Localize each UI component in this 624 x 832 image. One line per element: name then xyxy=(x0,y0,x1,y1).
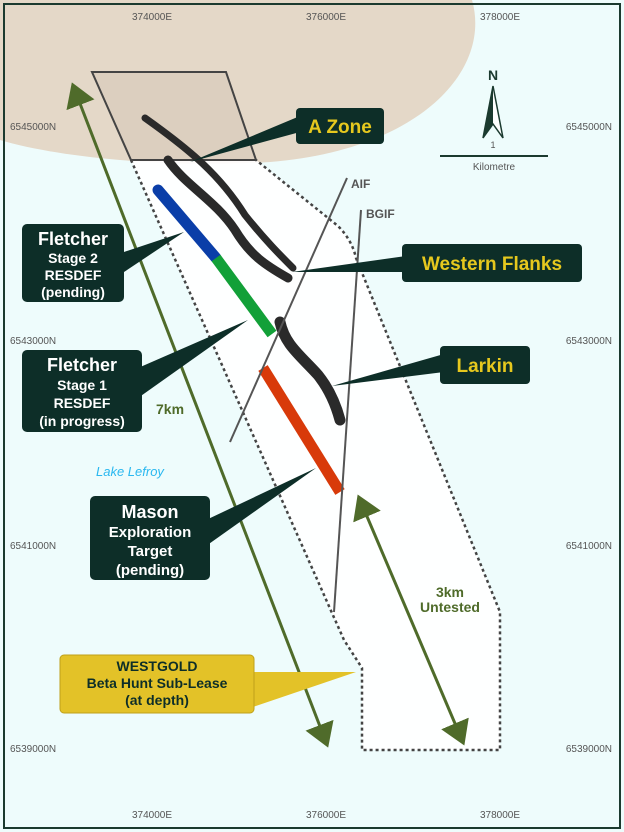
scale-unit: Kilometre xyxy=(473,162,516,173)
mason-title: Mason xyxy=(121,502,178,522)
northing-right: 6545000N 6543000N 6541000N 6539000N xyxy=(566,122,612,755)
easting-label: 376000E xyxy=(306,12,346,23)
northing-label: 6545000N xyxy=(566,122,612,133)
westgold-line: (at depth) xyxy=(125,692,189,708)
north-arrow-icon: N xyxy=(482,67,504,139)
westgold-line: Beta Hunt Sub-Lease xyxy=(87,675,228,691)
orebody-larkin xyxy=(274,316,346,426)
fletcher1-line: RESDEF xyxy=(54,395,111,411)
western-flanks-label-box xyxy=(402,244,582,282)
northing-left: 6545000N 6543000N 6541000N 6539000N xyxy=(10,122,56,755)
mason-line: Target xyxy=(128,543,173,560)
westgold-label-box xyxy=(59,654,255,714)
a-zone-label: A Zone xyxy=(308,117,372,138)
mason-pointer xyxy=(206,468,316,546)
northing-label: 6543000N xyxy=(566,336,612,347)
distance-3km-value: 3km xyxy=(436,584,464,600)
western-flanks-label: Western Flanks xyxy=(422,254,562,275)
arrow-7km xyxy=(66,82,334,748)
lake-lefroy-label: Lake Lefroy xyxy=(96,464,165,479)
fletcher1-label: Fletcher Stage 1 RESDEF (in progress) xyxy=(39,355,125,429)
fletcher1-label-box xyxy=(22,350,142,432)
fletcher2-pointer xyxy=(118,232,184,276)
easting-top: 374000E 376000E 378000E xyxy=(132,12,520,23)
westgold-title: WESTGOLD xyxy=(117,658,198,674)
easting-label: 378000E xyxy=(480,12,520,23)
fletcher2-line: RESDEF xyxy=(45,267,102,283)
northing-label: 6545000N xyxy=(10,122,56,133)
map-frame xyxy=(3,3,621,829)
distance-3km-label: 3km Untested xyxy=(420,584,480,615)
fletcher-stage1-segment xyxy=(211,254,277,338)
fletcher2-label-box xyxy=(22,224,124,302)
northing-label: 6541000N xyxy=(566,541,612,552)
larkin-pointer xyxy=(332,354,444,386)
northing-label: 6539000N xyxy=(10,744,56,755)
fletcher2-label: Fletcher Stage 2 RESDEF (pending) xyxy=(38,229,108,300)
easting-label: 374000E xyxy=(132,12,172,23)
fletcher-stage2-segment xyxy=(152,184,222,264)
westgold-label: WESTGOLD Beta Hunt Sub-Lease (at depth) xyxy=(87,658,228,708)
aif-label: AIF xyxy=(351,177,370,191)
orebody-western-flanks xyxy=(163,155,293,283)
westgold-pointer xyxy=(250,672,356,708)
fletcher2-line: (pending) xyxy=(41,284,105,300)
distance-3km-note: Untested xyxy=(420,599,480,615)
aif-fault xyxy=(229,177,348,443)
bgif-label: BGIF xyxy=(366,207,395,221)
northing-label: 6543000N xyxy=(10,336,56,347)
mason-segment xyxy=(258,365,345,495)
scale-value: 1 xyxy=(490,140,495,150)
fletcher2-title: Fletcher xyxy=(38,229,108,249)
fletcher1-pointer xyxy=(138,320,248,398)
a-zone-pointer xyxy=(190,116,300,162)
mason-line: Exploration xyxy=(109,524,192,541)
north-label: N xyxy=(488,67,498,83)
orebody-a-zone xyxy=(141,114,297,272)
easting-label: 374000E xyxy=(132,810,172,821)
easting-bottom: 374000E 376000E 378000E xyxy=(132,810,520,821)
fletcher2-line: Stage 2 xyxy=(48,250,98,266)
bgif-fault xyxy=(333,209,362,613)
mason-label: Mason Exploration Target (pending) xyxy=(109,502,192,579)
western-flanks-pointer xyxy=(292,256,406,272)
easting-label: 376000E xyxy=(306,810,346,821)
arrow-3km xyxy=(353,494,469,746)
northing-label: 6541000N xyxy=(10,541,56,552)
fletcher1-title: Fletcher xyxy=(47,355,117,375)
fletcher1-line: (in progress) xyxy=(39,413,125,429)
easting-label: 378000E xyxy=(480,810,520,821)
northing-label: 6539000N xyxy=(566,744,612,755)
distance-7km-label: 7km xyxy=(156,401,184,417)
larkin-label: Larkin xyxy=(456,356,513,377)
mason-label-box xyxy=(90,496,210,580)
a-zone-label-box xyxy=(296,108,384,144)
larkin-label-box xyxy=(440,346,530,384)
fletcher1-line: Stage 1 xyxy=(57,377,107,393)
mason-line: (pending) xyxy=(116,562,184,579)
